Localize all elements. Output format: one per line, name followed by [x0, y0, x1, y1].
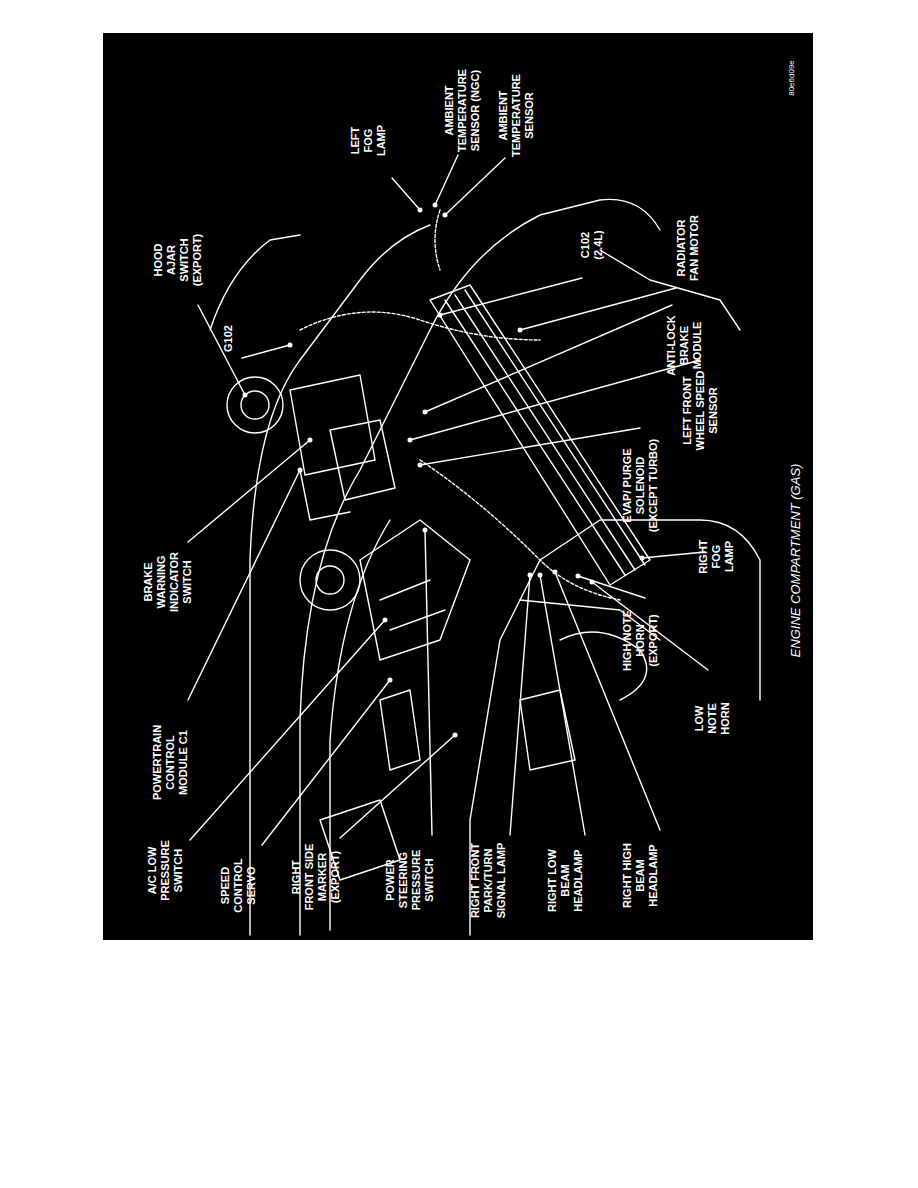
- part-label: BRAKE WARNING INDICATOR SWITCH: [142, 545, 194, 619]
- part-label: HOOD AJAR SWITCH (EXPORT): [152, 229, 204, 291]
- part-label: RADIATOR FAN MOTOR: [675, 215, 701, 281]
- part-label: A/C LOW PRESSURE SWITCH: [146, 837, 185, 903]
- part-label: RIGHT LOW BEAM HEADLAMP: [546, 843, 585, 917]
- part-label: C102 (2.4L): [579, 225, 605, 265]
- part-label: LEFT FOG LAMP: [349, 115, 388, 165]
- part-label: RIGHT FOG LAMP: [697, 531, 736, 581]
- part-label: RIGHT HIGH BEAM HEADLAMP: [621, 838, 660, 912]
- part-label: POWERTRAIN CONTROL MODULE C1: [151, 719, 190, 805]
- part-label: RIGHT FRONT SIDE MARKER (EXPORT): [290, 840, 342, 914]
- part-label: HIGH NOTE HORN (EXPORT): [621, 608, 660, 672]
- part-label: LEFT FRONT WHEEL SPEED SENSOR: [681, 368, 720, 452]
- part-label: G102: [222, 318, 235, 358]
- part-label: POWER STEERING PRESSURE SWITCH: [384, 842, 436, 918]
- part-label: AMBIENT TEMPERATURE SENSOR (NGC): [443, 62, 482, 158]
- part-label: LOW NOTE HORN: [693, 693, 732, 743]
- figure-caption: ENGINE COMPARTMENT (GAS): [789, 463, 804, 657]
- part-label: RIGHT FRONT PARK/TURN SIGNAL LAMP: [469, 838, 508, 922]
- part-label: SPEED CONTROL SERVO: [219, 854, 258, 916]
- part-label: EVAP/ PURGE SOLENOID (EXCEPT TURBO): [621, 437, 660, 533]
- part-label: ANTI-LOCK BRAKE MODULE: [665, 313, 704, 377]
- figure-code: 80e6d09e: [787, 60, 797, 96]
- part-label: AMBIENT TEMPERATURE SENSOR: [497, 67, 536, 163]
